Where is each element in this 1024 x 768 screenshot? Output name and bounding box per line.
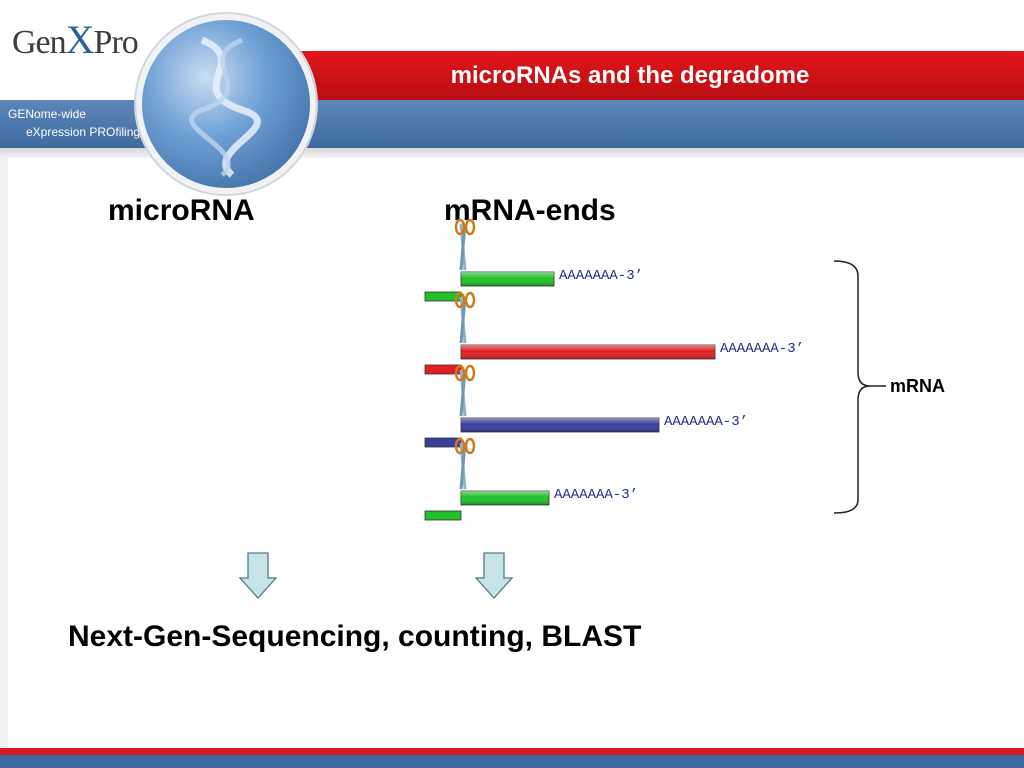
- footer-red-band: [0, 748, 1024, 755]
- footer-blue-band: [0, 755, 1024, 768]
- cleaved-fragment: [424, 510, 462, 521]
- scissors-icon: [454, 437, 476, 490]
- cleaved-fragment: [424, 291, 462, 302]
- scissors-icon: [454, 291, 476, 344]
- polya-tail-label: AAAAAAA-3’: [664, 414, 749, 430]
- scissors-icon: [454, 218, 476, 271]
- genxpro-logo: GenXPro: [12, 17, 139, 62]
- dna-globe-logo: [136, 14, 316, 194]
- polya-tail-label: AAAAAAA-3’: [559, 268, 644, 284]
- sequencing-caption: Next-Gen-Sequencing, counting, BLAST: [68, 620, 642, 653]
- scissors-icon: [454, 364, 476, 417]
- microrna-heading: microRNA: [108, 194, 255, 227]
- mrna-brace: [833, 260, 871, 514]
- mrna-bar-shine: [461, 345, 715, 359]
- mrna-bar-shine: [461, 491, 549, 505]
- mrna-bar-shine: [461, 272, 554, 286]
- cleaved-fragment: [424, 437, 462, 448]
- tagline-line-1: GENome-wide: [8, 107, 87, 121]
- polya-tail-label: AAAAAAA-3’: [554, 487, 639, 503]
- mrna-label: mRNA: [890, 376, 946, 396]
- dna-helix-icon: [189, 36, 261, 178]
- down-arrow-icon: [474, 552, 514, 599]
- tagline-line-2: eXpression PROfiling: [26, 125, 141, 139]
- down-arrow-icon: [238, 552, 278, 599]
- header-grey-band: [0, 148, 1024, 158]
- polya-tail-label: AAAAAAA-3’: [720, 341, 805, 357]
- left-margin-rule: [0, 158, 8, 748]
- mrna-bar-shine: [461, 418, 659, 432]
- cleaved-fragment: [424, 364, 462, 375]
- slide-title: microRNAs and the degradome: [450, 62, 810, 89]
